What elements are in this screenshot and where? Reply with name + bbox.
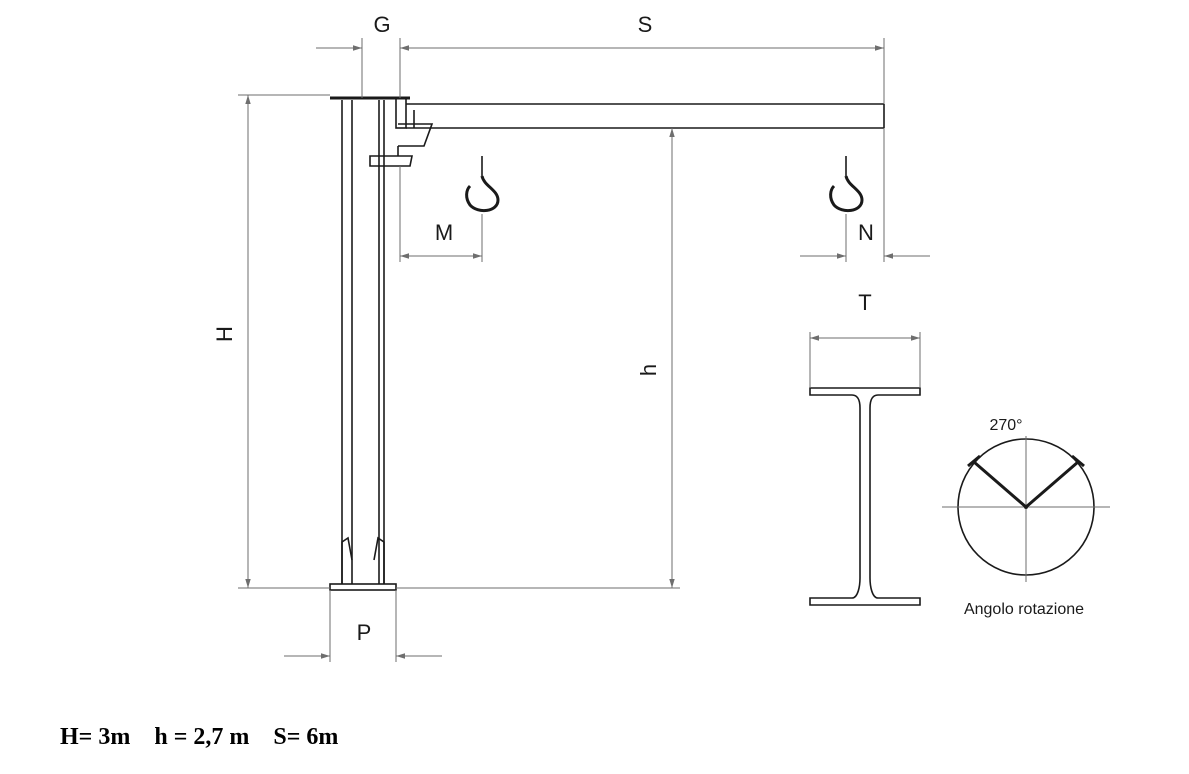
- spec-s: S= 6m: [273, 724, 339, 750]
- specs-line: H= 3m h = 2,7 m S= 6m: [60, 724, 338, 751]
- hook-near: [465, 156, 500, 213]
- label-n: N: [858, 220, 874, 245]
- dimension-p: [284, 590, 442, 662]
- label-s: S: [638, 12, 653, 37]
- label-t: T: [858, 290, 871, 315]
- dimension-h-total: [238, 94, 330, 589]
- dimension-s: [400, 38, 885, 104]
- dimension-g: [316, 38, 401, 98]
- crane-jib-arm: [369, 97, 885, 167]
- label-m: M: [435, 220, 453, 245]
- rotation-angle-diagram: [942, 436, 1110, 582]
- spec-h-total: H= 3m: [60, 724, 131, 750]
- label-g: G: [373, 12, 390, 37]
- rotation-caption: Angolo rotazione: [964, 601, 1084, 618]
- label-h-hook: h: [636, 364, 661, 376]
- label-h-total: H: [212, 326, 237, 342]
- crane-column: [329, 96, 410, 591]
- dimension-m: [399, 166, 483, 262]
- dimension-t: [809, 332, 921, 388]
- hook-far: [829, 156, 864, 213]
- dimension-n: [800, 128, 930, 262]
- i-beam-section: [809, 387, 921, 606]
- label-p: P: [357, 620, 372, 645]
- rotation-angle-label: 270°: [989, 417, 1022, 434]
- spec-h-hook: h = 2,7 m: [154, 724, 250, 750]
- dimension-h-hook: [396, 128, 680, 589]
